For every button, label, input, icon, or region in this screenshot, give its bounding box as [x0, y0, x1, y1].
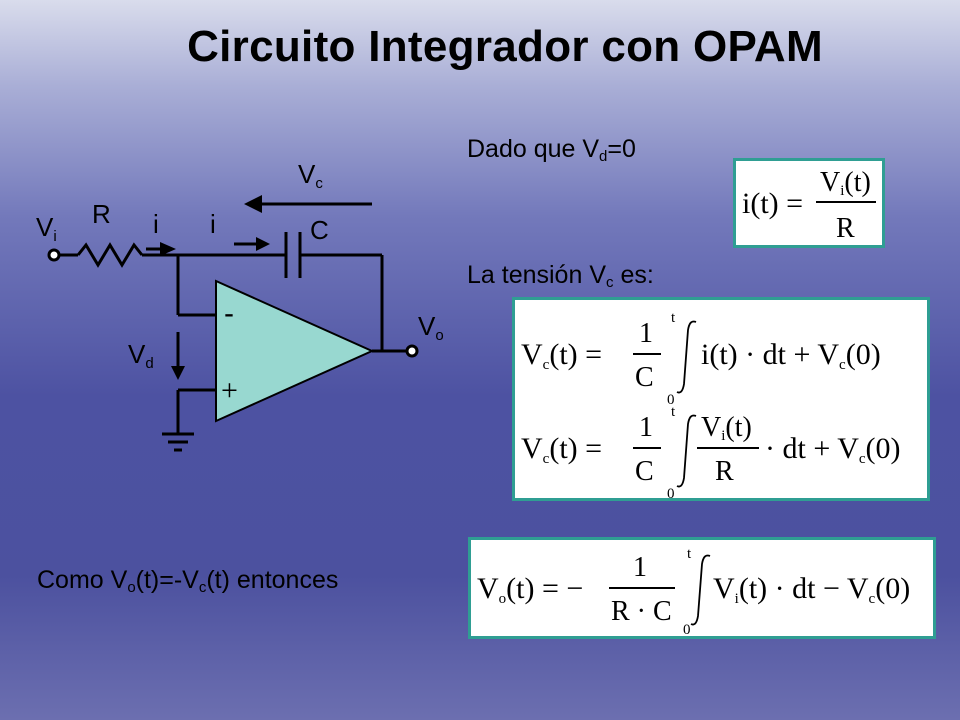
eq4-denominator: R · C: [611, 596, 672, 627]
eq1-lhs: i(t) =: [742, 187, 803, 220]
eq4-integral-sign: [690, 554, 711, 626]
vc-arrow: [244, 195, 262, 213]
eq4-upper: t: [687, 546, 692, 562]
eq3-denominator: R: [715, 456, 734, 487]
eq2-upper: t: [671, 310, 676, 326]
capacitor-label: C: [310, 215, 329, 245]
vc-label: Vc: [298, 159, 323, 192]
capacitor-voltage-equations-box: Vc(t) = 1 C t 0 i(t) · dt + Vc(0) Vc(t) …: [512, 297, 930, 501]
eq3-numerator: Vi(t): [701, 412, 752, 444]
eq2-body: i(t) · dt + Vc(0): [701, 338, 881, 373]
eq2-lower: 0: [667, 392, 675, 408]
vo-terminal: [405, 344, 419, 358]
eq3-lower: 0: [667, 486, 675, 498]
current-label-2: i: [210, 209, 216, 239]
non-inverting-input-sign: +: [221, 374, 238, 407]
eq3-lhs: Vc(t) =: [521, 432, 602, 467]
eq1-denominator: R: [836, 213, 855, 244]
opamp-triangle: [215, 279, 375, 423]
eq2-one: 1: [639, 318, 653, 349]
eq3-one: 1: [639, 412, 653, 443]
vi-terminal: [47, 248, 61, 262]
eq2-integral-sign: [676, 320, 697, 394]
current-arrow-2: [256, 237, 270, 251]
output-voltage-equation-box: Vo(t) = − 1 R · C t 0 Vi(t) · dt − Vc(0): [468, 537, 936, 639]
conclusion-text: Como Vo(t)=-Vc(t) entonces: [37, 566, 339, 596]
integrator-circuit-diagram: [47, 195, 419, 452]
vd-arrow: [171, 366, 185, 380]
eq4-one: 1: [633, 552, 647, 583]
resistor-symbol: [76, 242, 144, 268]
eq3-integral-sign: [676, 414, 697, 488]
current-equation-box: i(t) = Vi(t) R: [733, 158, 885, 248]
vo-label: Vo: [418, 311, 444, 344]
vc-voltage-text: La tensión Vc es:: [467, 261, 654, 291]
eq4-body: Vi(t) · dt − Vc(0): [713, 572, 910, 607]
slide-title: Circuito Integrador con OPAM: [187, 22, 823, 71]
eq4-lhs: Vo(t) = −: [477, 572, 583, 607]
current-arrow-1: [160, 242, 176, 256]
eq3-cap: C: [635, 456, 654, 487]
eq2-cap: C: [635, 362, 654, 393]
vi-label: Vi: [36, 212, 57, 245]
r-label: R: [92, 199, 111, 229]
eq3-body: · dt + Vc(0): [765, 432, 901, 467]
vd-label: Vd: [128, 339, 154, 372]
vd-zero-text: Dado que Vd=0: [467, 135, 636, 165]
eq1-numerator: Vi(t): [820, 167, 871, 199]
eq3-upper: t: [671, 404, 676, 420]
eq4-lower: 0: [683, 622, 691, 636]
eq2-lhs: Vc(t) =: [521, 338, 602, 373]
current-label-1: i: [153, 209, 159, 239]
inverting-input-sign: -: [224, 297, 234, 330]
